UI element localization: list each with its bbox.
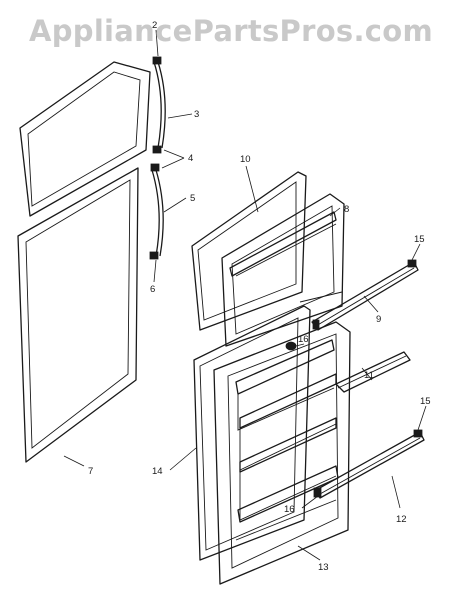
freezer-door-liner — [221, 193, 345, 347]
callout-3: 3 — [194, 109, 199, 120]
callout-15-top: 15 — [414, 234, 425, 245]
freezer-door-gasket — [191, 171, 307, 331]
callout-12: 12 — [396, 514, 407, 525]
callout-11: 11 — [364, 370, 374, 381]
callout-10: 10 — [240, 154, 251, 165]
lower-door-gasket — [17, 167, 139, 463]
callout-5: 5 — [190, 193, 195, 204]
callout-labels: 2 3 4 5 6 7 8 9 10 11 12 13 14 15 15 16 … — [88, 20, 431, 573]
door-shelf-end-cap — [335, 351, 411, 393]
callout-15-bottom: 15 — [420, 396, 431, 407]
upper-door-gasket — [19, 61, 151, 217]
upper-door-handle — [152, 56, 166, 154]
callout-14: 14 — [152, 466, 163, 477]
callout-2: 2 — [152, 20, 157, 31]
callout-7: 7 — [88, 466, 93, 477]
callout-leaders — [63, 29, 427, 561]
fresh-food-shelf-bar — [313, 429, 425, 499]
fresh-food-door-liner — [213, 321, 351, 585]
callout-16-top: 16 — [298, 334, 309, 345]
callout-16-bottom: 16 — [284, 504, 295, 515]
callout-13: 13 — [318, 562, 329, 573]
fresh-food-door-gasket — [193, 305, 311, 561]
callout-9: 9 — [376, 314, 381, 325]
callout-6: 6 — [150, 284, 155, 295]
callout-8: 8 — [344, 204, 349, 215]
callout-4: 4 — [188, 153, 193, 164]
lower-door-handle — [149, 163, 164, 260]
